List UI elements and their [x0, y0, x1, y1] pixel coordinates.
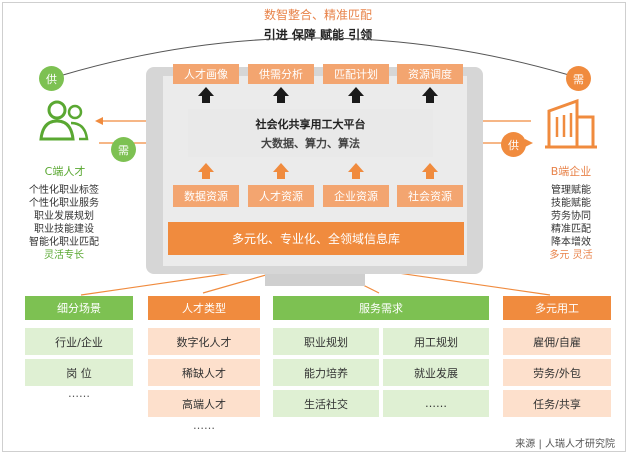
- talent-header: 人才类型: [148, 296, 260, 320]
- service-ability-training: 能力培养: [273, 359, 379, 386]
- talent-more: ……: [193, 418, 215, 432]
- c-item-1: 个性化职业标签: [29, 185, 99, 196]
- talent-item-digital: 数字化人才: [148, 328, 260, 355]
- resource-data: 数据资源: [173, 185, 239, 207]
- b-item-1: 管理赋能: [551, 185, 591, 196]
- c-highlight: 灵活专长: [44, 250, 84, 261]
- b-supply-badge: 供: [501, 132, 526, 157]
- employment-header: 多元用工: [503, 296, 611, 320]
- top-arc: [62, 37, 570, 76]
- b-item-3: 劳务协同: [551, 211, 591, 222]
- platform-subtitle: 大数据、算力、算法: [261, 137, 360, 150]
- arrow-to-c-head: [95, 117, 103, 125]
- b-item-5: 降本增效: [551, 237, 591, 248]
- talent-item-senior: 高端人才: [148, 390, 260, 417]
- output-match-plan: 匹配计划: [323, 64, 389, 84]
- resource-social: 社会资源: [397, 185, 463, 207]
- c-item-4: 职业技能建设: [34, 224, 94, 235]
- platform-panel: [188, 109, 433, 157]
- service-career-plan: 职业规划: [273, 328, 379, 355]
- service-employment-plan: 用工规划: [383, 328, 489, 355]
- up-arrows: [198, 87, 438, 179]
- output-portrait: 人才画像: [173, 64, 239, 84]
- service-more: ……: [383, 390, 489, 417]
- employment-hire: 雇佣/自雇: [503, 328, 611, 355]
- resource-enterprise: 企业资源: [323, 185, 389, 207]
- segment-header: 细分场景: [25, 296, 133, 320]
- employment-task-share: 任务/共享: [503, 390, 611, 417]
- resource-talent: 人才资源: [248, 185, 314, 207]
- b-item-2: 技能赋能: [551, 198, 591, 209]
- b-highlight: 多元 灵活: [549, 250, 593, 261]
- b-demand-badge: 需: [566, 66, 591, 91]
- dark-up-arrows: [198, 87, 438, 103]
- c-supply-badge: 供: [39, 66, 64, 91]
- resource-library-bar: 多元化、专业化、全领域信息库: [168, 222, 464, 255]
- diagram-frame: 数智整合、精准匹配 引进 保障 赋能 引领 人才画像 供需分析 匹配计划 资源调…: [2, 2, 626, 452]
- service-header: 服务需求: [273, 296, 489, 320]
- segment-item-industry: 行业/企业: [25, 328, 133, 355]
- person-group-icon: [39, 100, 89, 141]
- c-item-5: 智能化职业匹配: [29, 237, 99, 248]
- employment-outsource: 劳务/外包: [503, 359, 611, 386]
- c-item-2: 个性化职业服务: [29, 198, 99, 209]
- b-title: B端企业: [550, 165, 592, 178]
- output-demand-analysis: 供需分析: [248, 64, 314, 84]
- b-item-4: 精准匹配: [551, 224, 591, 235]
- output-resource-dispatch: 资源调度: [397, 64, 463, 84]
- monitor-stand: [265, 274, 365, 286]
- service-job-development: 就业发展: [383, 359, 489, 386]
- c-item-3: 职业发展规划: [34, 211, 94, 222]
- arrow-to-b-head: [525, 139, 533, 147]
- platform-title: 社会化共享用工大平台: [255, 118, 366, 131]
- building-icon: [545, 98, 597, 149]
- source-note: 来源 | 人瑞人才研究院: [515, 439, 615, 450]
- top-title: 数智整合、精准匹配: [263, 7, 372, 22]
- segment-item-position: 岗 位: [25, 359, 133, 386]
- talent-item-scarce: 稀缺人才: [148, 359, 260, 386]
- segment-more: ……: [68, 386, 90, 400]
- orange-up-arrows: [198, 163, 438, 179]
- service-social-life: 生活社交: [273, 390, 379, 417]
- c-demand-badge: 需: [111, 137, 136, 162]
- c-title: C端人才: [44, 165, 86, 178]
